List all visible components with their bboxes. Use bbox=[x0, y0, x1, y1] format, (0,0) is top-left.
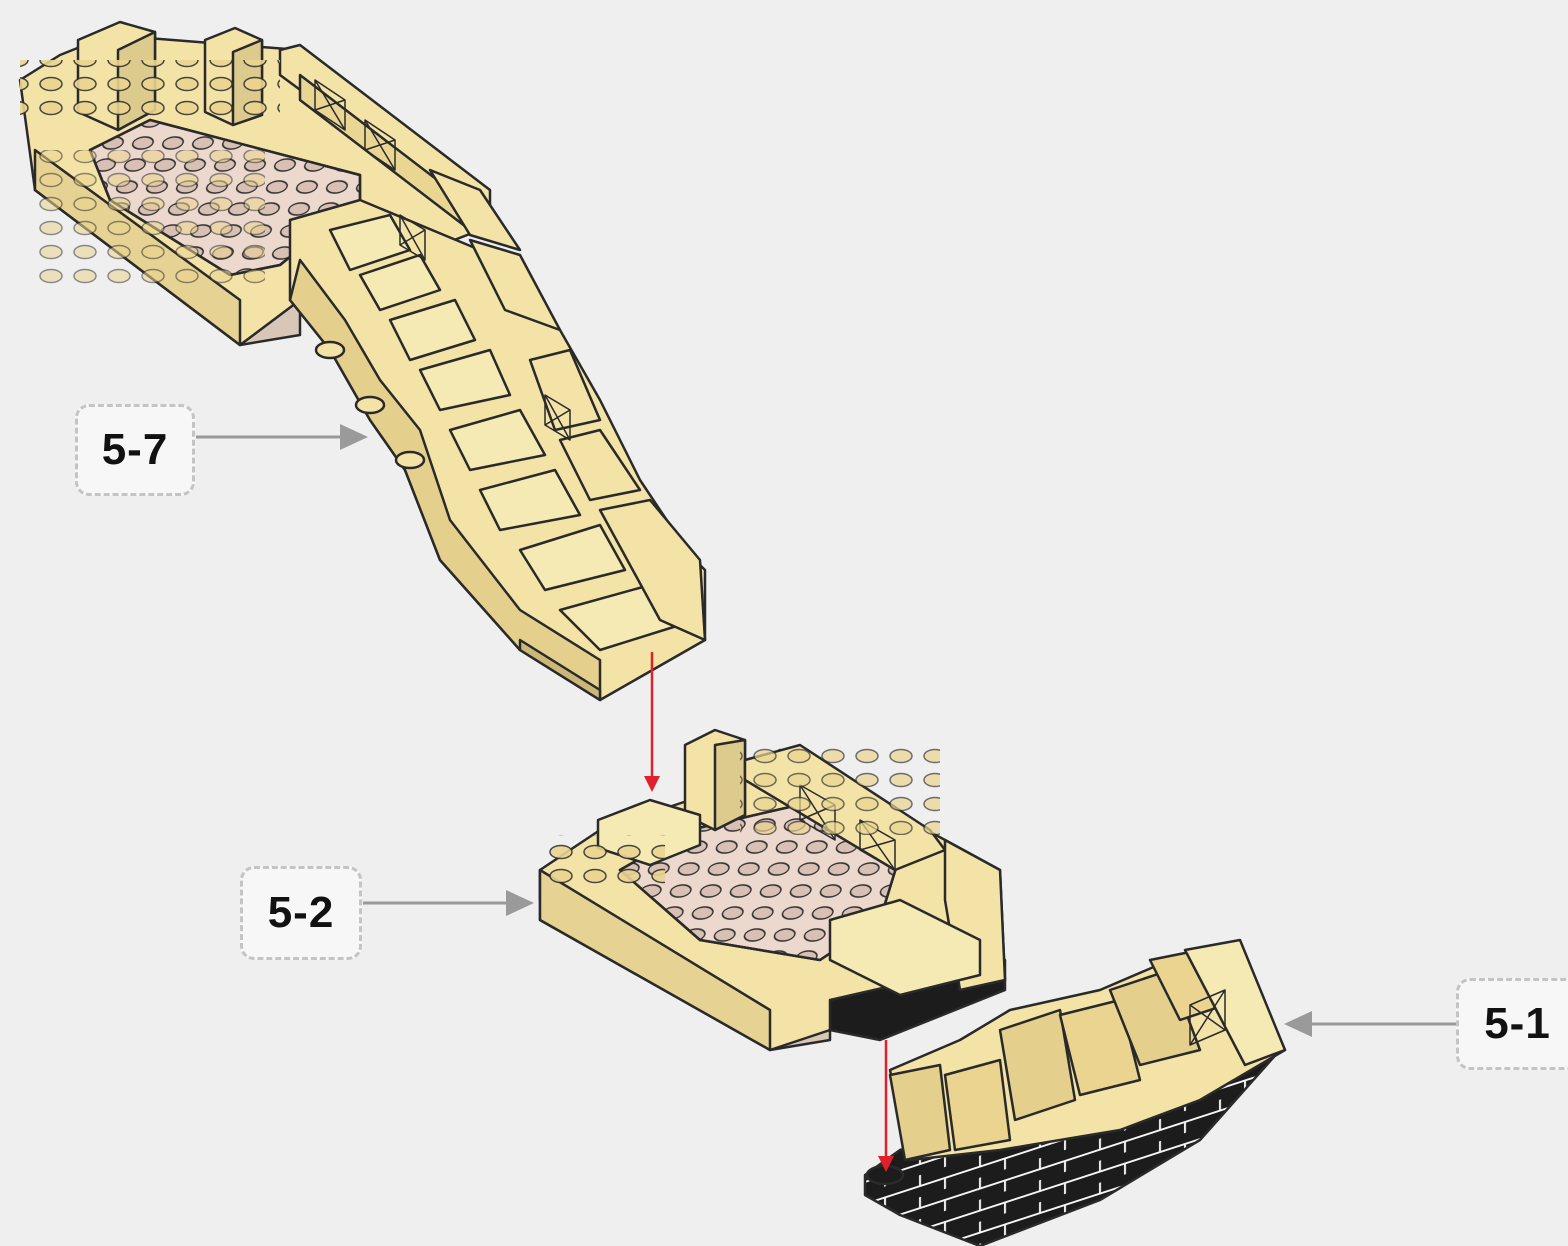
pointer-arrow-5-1 bbox=[1284, 1011, 1456, 1037]
pointer-arrow-5-2 bbox=[363, 890, 534, 916]
assembly-arrow-bottom bbox=[878, 1040, 894, 1172]
step-label-5-7: 5-7 bbox=[75, 404, 195, 496]
step-label-5-2: 5-2 bbox=[240, 866, 362, 960]
module-5-2 bbox=[540, 730, 1005, 1050]
pointer-arrow-5-7 bbox=[196, 424, 368, 450]
module-5-7 bbox=[20, 22, 705, 700]
step-label-5-1: 5-1 bbox=[1456, 978, 1568, 1070]
